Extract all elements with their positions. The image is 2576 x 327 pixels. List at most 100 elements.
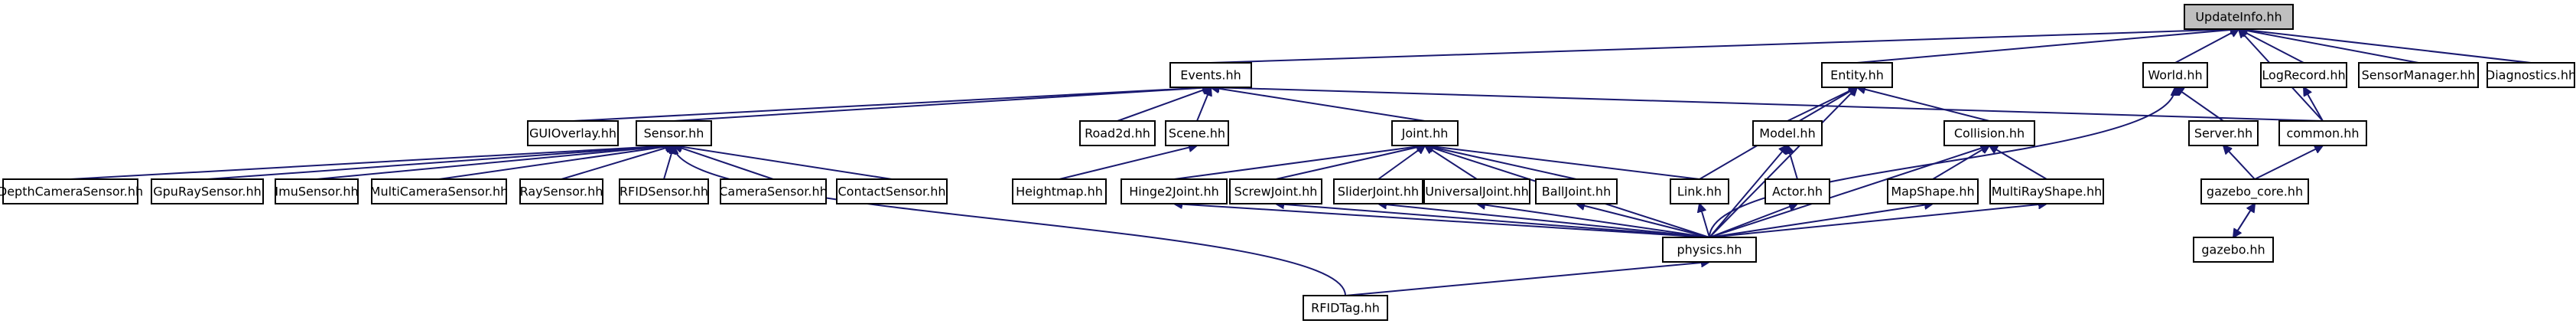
node-gpu-ray-sensor[interactable]: GpuRaySensor.hh	[151, 178, 264, 204]
edge-sensor-to-events	[673, 87, 1211, 122]
node-label: ScrewJoint.hh	[1234, 185, 1318, 199]
node-ball-joint[interactable]: BallJoint.hh	[1535, 178, 1618, 204]
node-server[interactable]: Server.hh	[2188, 120, 2259, 146]
node-collision[interactable]: Collision.hh	[1943, 120, 2035, 146]
node-sensor[interactable]: Sensor.hh	[636, 120, 712, 146]
node-depth-camera-sensor[interactable]: DepthCameraSensor.hh	[0, 178, 143, 204]
node-ray-sensor[interactable]: RaySensor.hh	[519, 178, 603, 204]
edge-line	[1709, 146, 1989, 238]
edge-gazebo-core-to-server	[2223, 146, 2256, 180]
node-label: Collision.hh	[1954, 126, 2025, 141]
node-update-info[interactable]: UpdateInfo.hh	[2184, 4, 2294, 30]
node-box	[1303, 295, 1388, 321]
edge-physics-to-link	[1699, 204, 1710, 238]
edge-line	[1709, 204, 1933, 238]
edge-server-to-world	[2175, 87, 2224, 122]
node-label: Events.hh	[1180, 68, 1241, 83]
edge-line	[1425, 146, 1700, 180]
node-heightmap[interactable]: Heightmap.hh	[1012, 178, 1107, 204]
edge-physics-to-ball-joint	[1576, 204, 1710, 238]
edge-hinge2-joint-to-joint	[1173, 146, 1425, 180]
node-joint[interactable]: Joint.hh	[1391, 120, 1459, 146]
node-diagnostics[interactable]: Diagnostics.hh	[2486, 62, 2576, 88]
node-common[interactable]: common.hh	[2278, 120, 2367, 146]
node-rfidtag[interactable]: RFIDTag.hh	[1303, 295, 1388, 321]
edge-gazebo-core-to-common	[2254, 146, 2323, 180]
node-hinge2-joint[interactable]: Hinge2Joint.hh	[1120, 178, 1228, 204]
node-box	[1670, 178, 1729, 204]
edge-line	[673, 87, 1211, 122]
node-box	[2487, 62, 2575, 88]
node-guioverlay[interactable]: GUIOverlay.hh	[527, 120, 619, 146]
node-road2d[interactable]: Road2d.hh	[1079, 120, 1156, 146]
edge-ray-sensor-to-sensor	[561, 146, 674, 180]
edge-collision-to-entity	[1857, 87, 1990, 122]
node-label: Joint.hh	[1401, 126, 1449, 141]
edge-line	[1709, 204, 2047, 238]
edge-events-to-update-info	[1210, 29, 2239, 64]
node-events[interactable]: Events.hh	[1169, 62, 1252, 88]
node-physics[interactable]: physics.hh	[1662, 237, 1757, 263]
edge-depth-camera-sensor-to-sensor	[70, 146, 674, 180]
edge-line	[1709, 204, 1797, 238]
node-label: Link.hh	[1677, 185, 1722, 199]
edge-screw-joint-to-joint	[1275, 146, 1425, 180]
edge-line	[1709, 146, 1787, 238]
node-label: ContactSensor.hh	[838, 185, 946, 199]
node-actor[interactable]: Actor.hh	[1764, 178, 1830, 204]
node-label: MultiCameraSensor.hh	[370, 185, 509, 199]
edge-diagnostics-to-update-info	[2239, 29, 2532, 64]
node-screw-joint[interactable]: ScrewJoint.hh	[1229, 178, 1322, 204]
edge-line	[1117, 87, 1211, 122]
edge-scene-to-events	[1196, 87, 1211, 122]
node-box	[1887, 178, 1979, 204]
edge-actor-to-model	[1787, 146, 1798, 180]
edge-line	[674, 146, 1346, 296]
node-world[interactable]: World.hh	[2142, 62, 2208, 88]
node-gazebo[interactable]: gazebo.hh	[2193, 237, 2274, 263]
edge-line	[70, 146, 674, 180]
node-contact-sensor[interactable]: ContactSensor.hh	[836, 178, 948, 204]
node-camera-sensor[interactable]: CameraSensor.hh	[719, 178, 828, 204]
edge-line	[1856, 29, 2239, 64]
node-multi-ray-shape[interactable]: MultiRayShape.hh	[1989, 178, 2104, 204]
node-label: Hinge2Joint.hh	[1129, 185, 1219, 199]
node-universal-joint[interactable]: UniversalJoint.hh	[1423, 178, 1530, 204]
node-map-shape[interactable]: MapShape.hh	[1887, 178, 1979, 204]
edge-world-to-update-info	[2174, 29, 2239, 64]
node-log-record[interactable]: LogRecord.hh	[2260, 62, 2347, 88]
edge-line	[2254, 146, 2323, 180]
edges	[70, 29, 2532, 296]
node-model[interactable]: Model.hh	[1752, 120, 1823, 146]
node-box	[1821, 62, 1893, 88]
edge-log-record-to-update-info	[2239, 29, 2304, 64]
node-imu-sensor[interactable]: ImuSensor.hh	[275, 178, 359, 204]
node-box	[2260, 62, 2347, 88]
node-label: GpuRaySensor.hh	[153, 185, 261, 199]
node-gazebo-core[interactable]: gazebo_core.hh	[2200, 178, 2309, 204]
node-box	[2, 178, 138, 204]
edge-common-to-events	[1211, 87, 2324, 122]
node-box	[1012, 178, 1107, 204]
edge-line	[1787, 87, 1857, 122]
edge-gazebo-core-to-gazebo	[2233, 203, 2256, 237]
node-label: CameraSensor.hh	[719, 185, 828, 199]
node-slider-joint[interactable]: SliderJoint.hh	[1333, 178, 1423, 204]
node-box	[527, 120, 619, 146]
node-multi-camera-sensor[interactable]: MultiCameraSensor.hh	[370, 178, 509, 204]
edge-physics-to-model	[1709, 146, 1787, 238]
node-box	[1169, 62, 1252, 88]
node-rfidsensor[interactable]: RFIDSensor.hh	[619, 178, 709, 204]
edge-ball-joint-to-joint	[1425, 146, 1577, 180]
node-box	[1764, 178, 1830, 204]
edge-line	[1477, 204, 1710, 238]
node-scene[interactable]: Scene.hh	[1165, 120, 1229, 146]
node-label: Road2d.hh	[1085, 126, 1150, 141]
node-box	[275, 178, 359, 204]
node-sensor-manager[interactable]: SensorManager.hh	[2358, 62, 2479, 88]
node-link[interactable]: Link.hh	[1670, 178, 1729, 204]
edge-line	[1210, 29, 2239, 64]
edge-line	[1196, 87, 1211, 122]
node-entity[interactable]: Entity.hh	[1821, 62, 1893, 88]
node-box	[1333, 178, 1423, 204]
